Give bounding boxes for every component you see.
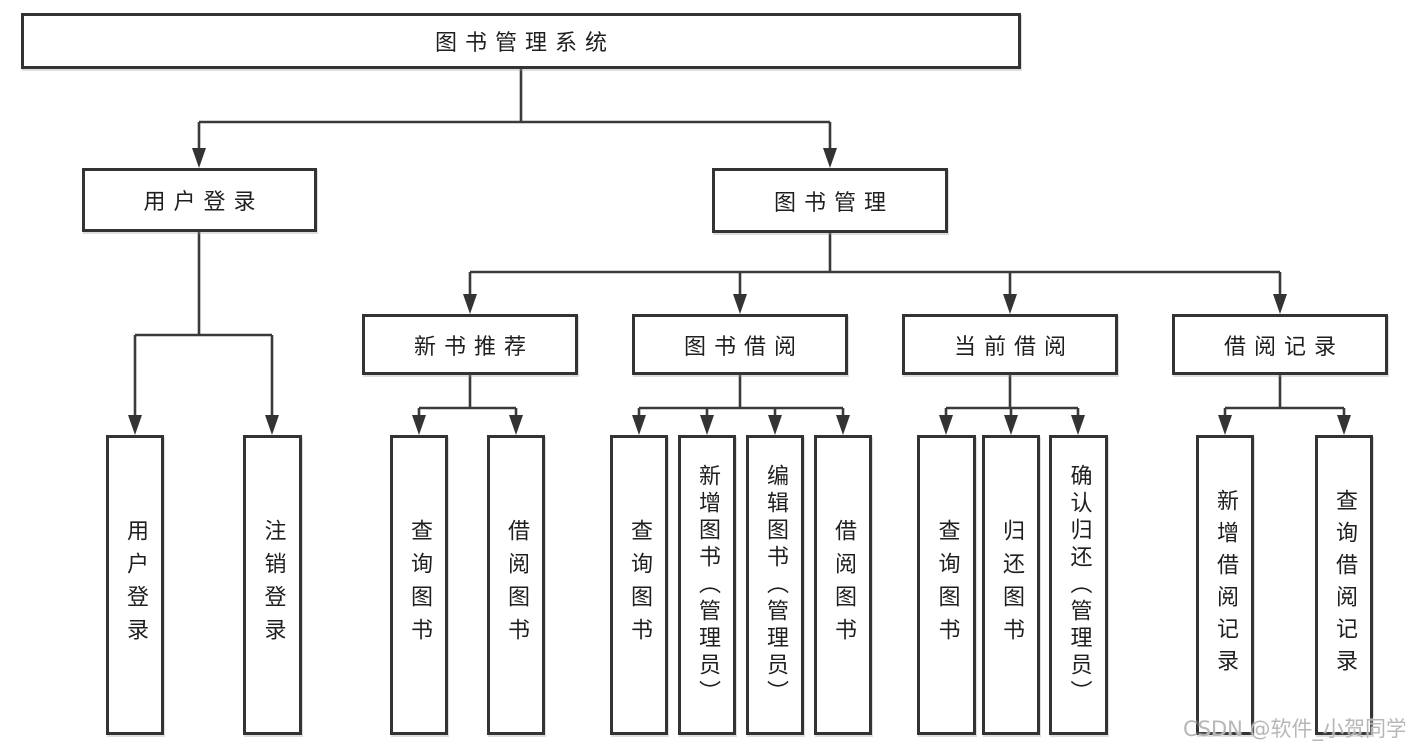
node-root: 图书管理系统 — [21, 13, 1021, 69]
node-book-management: 图书管理 — [712, 168, 948, 233]
leaf-borrow-books-1: 借阅图书 — [487, 435, 545, 735]
leaf-query-books-3: 查询图书 — [917, 435, 976, 735]
leaf-return-books: 归还图书 — [982, 435, 1040, 735]
node-borrow-records: 借阅记录 — [1172, 314, 1388, 375]
leaf-add-borrow-record: 新增借阅记录 — [1196, 435, 1254, 735]
leaf-query-borrow-record: 查询借阅记录 — [1315, 435, 1373, 735]
leaf-query-books-1: 查询图书 — [390, 435, 448, 735]
node-new-book-recommend: 新书推荐 — [362, 314, 578, 375]
leaf-query-books-2: 查询图书 — [610, 435, 668, 735]
node-book-borrow: 图书借阅 — [632, 314, 848, 375]
leaf-edit-books-admin: 编辑图书（管理员） — [746, 435, 804, 735]
leaf-confirm-return-admin: 确认归还（管理员） — [1049, 435, 1108, 735]
leaf-add-books-admin: 新增图书（管理员） — [678, 435, 736, 735]
leaf-logout: 注销登录 — [243, 435, 302, 735]
leaf-user-login: 用户登录 — [106, 435, 164, 735]
leaf-borrow-books-2: 借阅图书 — [814, 435, 872, 735]
arrowheads — [128, 148, 1351, 435]
node-user-login: 用户登录 — [82, 168, 317, 232]
node-current-borrow: 当前借阅 — [902, 314, 1118, 375]
